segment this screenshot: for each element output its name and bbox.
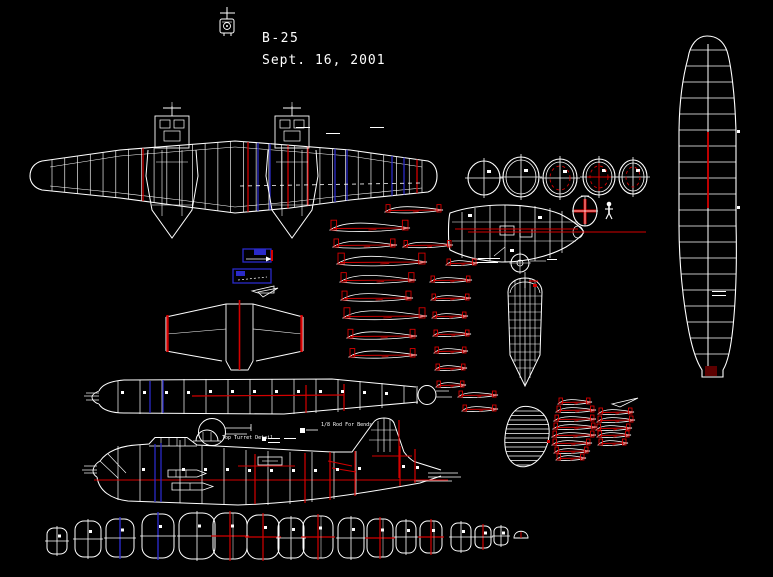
spinner-front-view — [572, 195, 598, 227]
cowl-formers-row — [465, 154, 650, 200]
note-leaders — [262, 428, 318, 443]
tail-ribs-group-left — [550, 397, 598, 461]
fuselage-side-view-top — [84, 378, 452, 415]
wing-plan-view — [29, 102, 438, 239]
fin-rib-layout — [504, 405, 550, 468]
drawing-date: Sept. 16, 2001 — [262, 53, 386, 68]
hstab-plan — [165, 300, 304, 371]
fuselage-top-view — [447, 204, 646, 263]
spar-blanks — [232, 248, 279, 298]
wing-ribs-right-column — [401, 240, 499, 412]
drawing-title: B-25 — [262, 31, 300, 46]
pointer-arrow — [250, 285, 275, 294]
right-wing-panel — [678, 35, 740, 378]
formers-row — [45, 511, 529, 561]
tail-ribs-group-right — [595, 397, 639, 446]
rod-note-label: 1/8 Rod For Bends — [321, 422, 373, 428]
wing-ribs-left-column — [328, 204, 444, 359]
nacelle-plan-view — [507, 272, 543, 388]
fuselage-side-view-bottom — [82, 417, 461, 506]
pilot-figure — [605, 201, 613, 220]
wheel-detail — [509, 252, 557, 274]
plan-symbol — [219, 7, 235, 36]
top-turret-detail — [193, 429, 221, 442]
turret-note-label: Top Turret Detail — [222, 435, 274, 441]
landing-gear-detail — [198, 418, 252, 446]
